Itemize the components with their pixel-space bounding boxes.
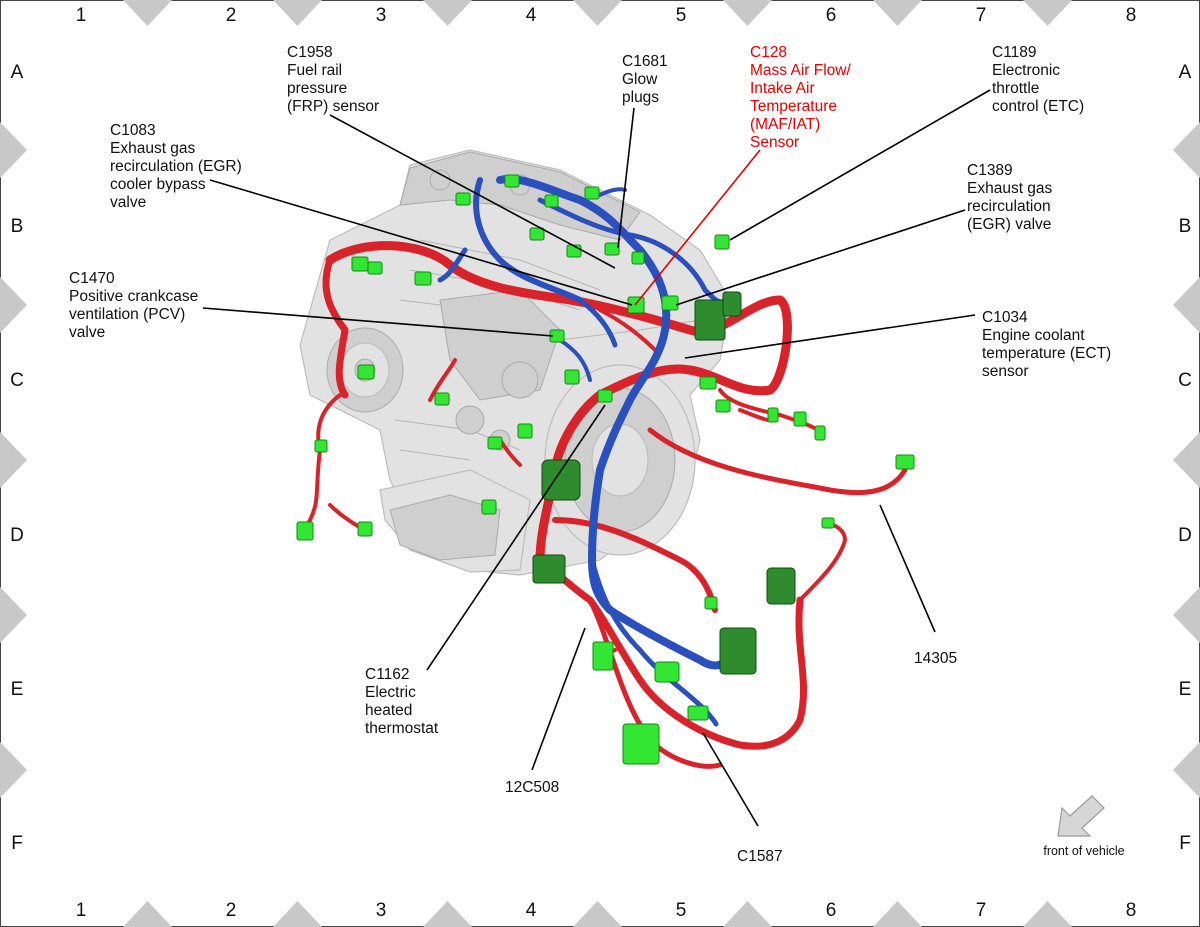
grid-col-label: 6 — [826, 900, 837, 921]
callout-c1470: C1470 Positive crankcase ventilation (PC… — [69, 270, 203, 341]
grid-col-label: 7 — [976, 5, 987, 26]
grid-row-label: F — [1179, 833, 1191, 854]
callout-c1389: C1389 Exhaust gas recirculation (EGR) va… — [967, 162, 1057, 233]
connectors — [296, 174, 915, 765]
grid-row-label: D — [1178, 525, 1192, 546]
grid-col-label: 2 — [226, 5, 237, 26]
frame-top-triangles — [123, 0, 1072, 26]
grid-columns-top: 1 2 3 4 5 6 7 8 — [76, 5, 1137, 26]
frame-left-triangles — [0, 122, 27, 798]
arrow-icon — [1057, 795, 1105, 837]
callout-c1587: C1587 — [737, 848, 783, 865]
leader-lines — [202, 89, 991, 827]
grid-rows-right: A B C D E F — [1178, 62, 1192, 854]
grid-col-label: 1 — [76, 5, 87, 26]
grid-row-label: E — [11, 679, 24, 700]
grid-row-label: F — [11, 833, 23, 854]
grid-col-label: 5 — [676, 900, 687, 921]
grid-col-label: 7 — [976, 900, 987, 921]
grid-row-label: A — [1179, 62, 1192, 83]
blue-harness — [437, 175, 734, 727]
grid-col-label: 8 — [1126, 900, 1137, 921]
grid-col-label: 1 — [76, 900, 87, 921]
callout-c1034: C1034 Engine coolant temperature (ECT) s… — [982, 309, 1116, 380]
grid-col-label: 5 — [676, 5, 687, 26]
grid-rows-left: A B C D E F — [10, 62, 24, 854]
grid-col-label: 4 — [526, 900, 537, 921]
grid-col-label: 6 — [826, 5, 837, 26]
callout-14305: 14305 — [914, 650, 957, 667]
grid-row-label: A — [11, 62, 24, 83]
grid-row-label: B — [11, 216, 24, 237]
front-of-vehicle-label: front of vehicle — [1043, 844, 1124, 858]
grid-row-label: C — [10, 370, 24, 391]
grid-row-label: D — [10, 525, 24, 546]
grid-col-label: 3 — [376, 5, 387, 26]
grid-col-label: 8 — [1126, 5, 1137, 26]
grid-row-label: E — [1179, 679, 1192, 700]
callout-c1083: C1083 Exhaust gas recirculation (EGR) co… — [110, 122, 246, 211]
frame-bottom-triangles — [123, 901, 1072, 927]
callout-c1681: C1681 Glow plugs — [622, 53, 672, 106]
grid-col-label: 2 — [226, 900, 237, 921]
frame-right-triangles — [1173, 122, 1200, 798]
callout-c1189: C1189 Electronic throttle control (ETC) — [992, 44, 1084, 115]
callout-c128: C128 Mass Air Flow/ Intake Air Temperatu… — [750, 44, 855, 151]
grid-col-label: 3 — [376, 900, 387, 921]
grid-col-label: 4 — [526, 5, 537, 26]
grid-row-label: C — [1178, 370, 1192, 391]
grid-row-label: B — [1179, 216, 1192, 237]
callout-c1162: C1162 Electric heated thermostat — [365, 666, 439, 737]
callout-c1958: C1958 Fuel rail pressure (FRP) sensor — [287, 44, 379, 115]
callout-12c508: 12C508 — [505, 779, 559, 796]
grid-columns-bottom: 1 2 3 4 5 6 7 8 — [76, 900, 1137, 921]
